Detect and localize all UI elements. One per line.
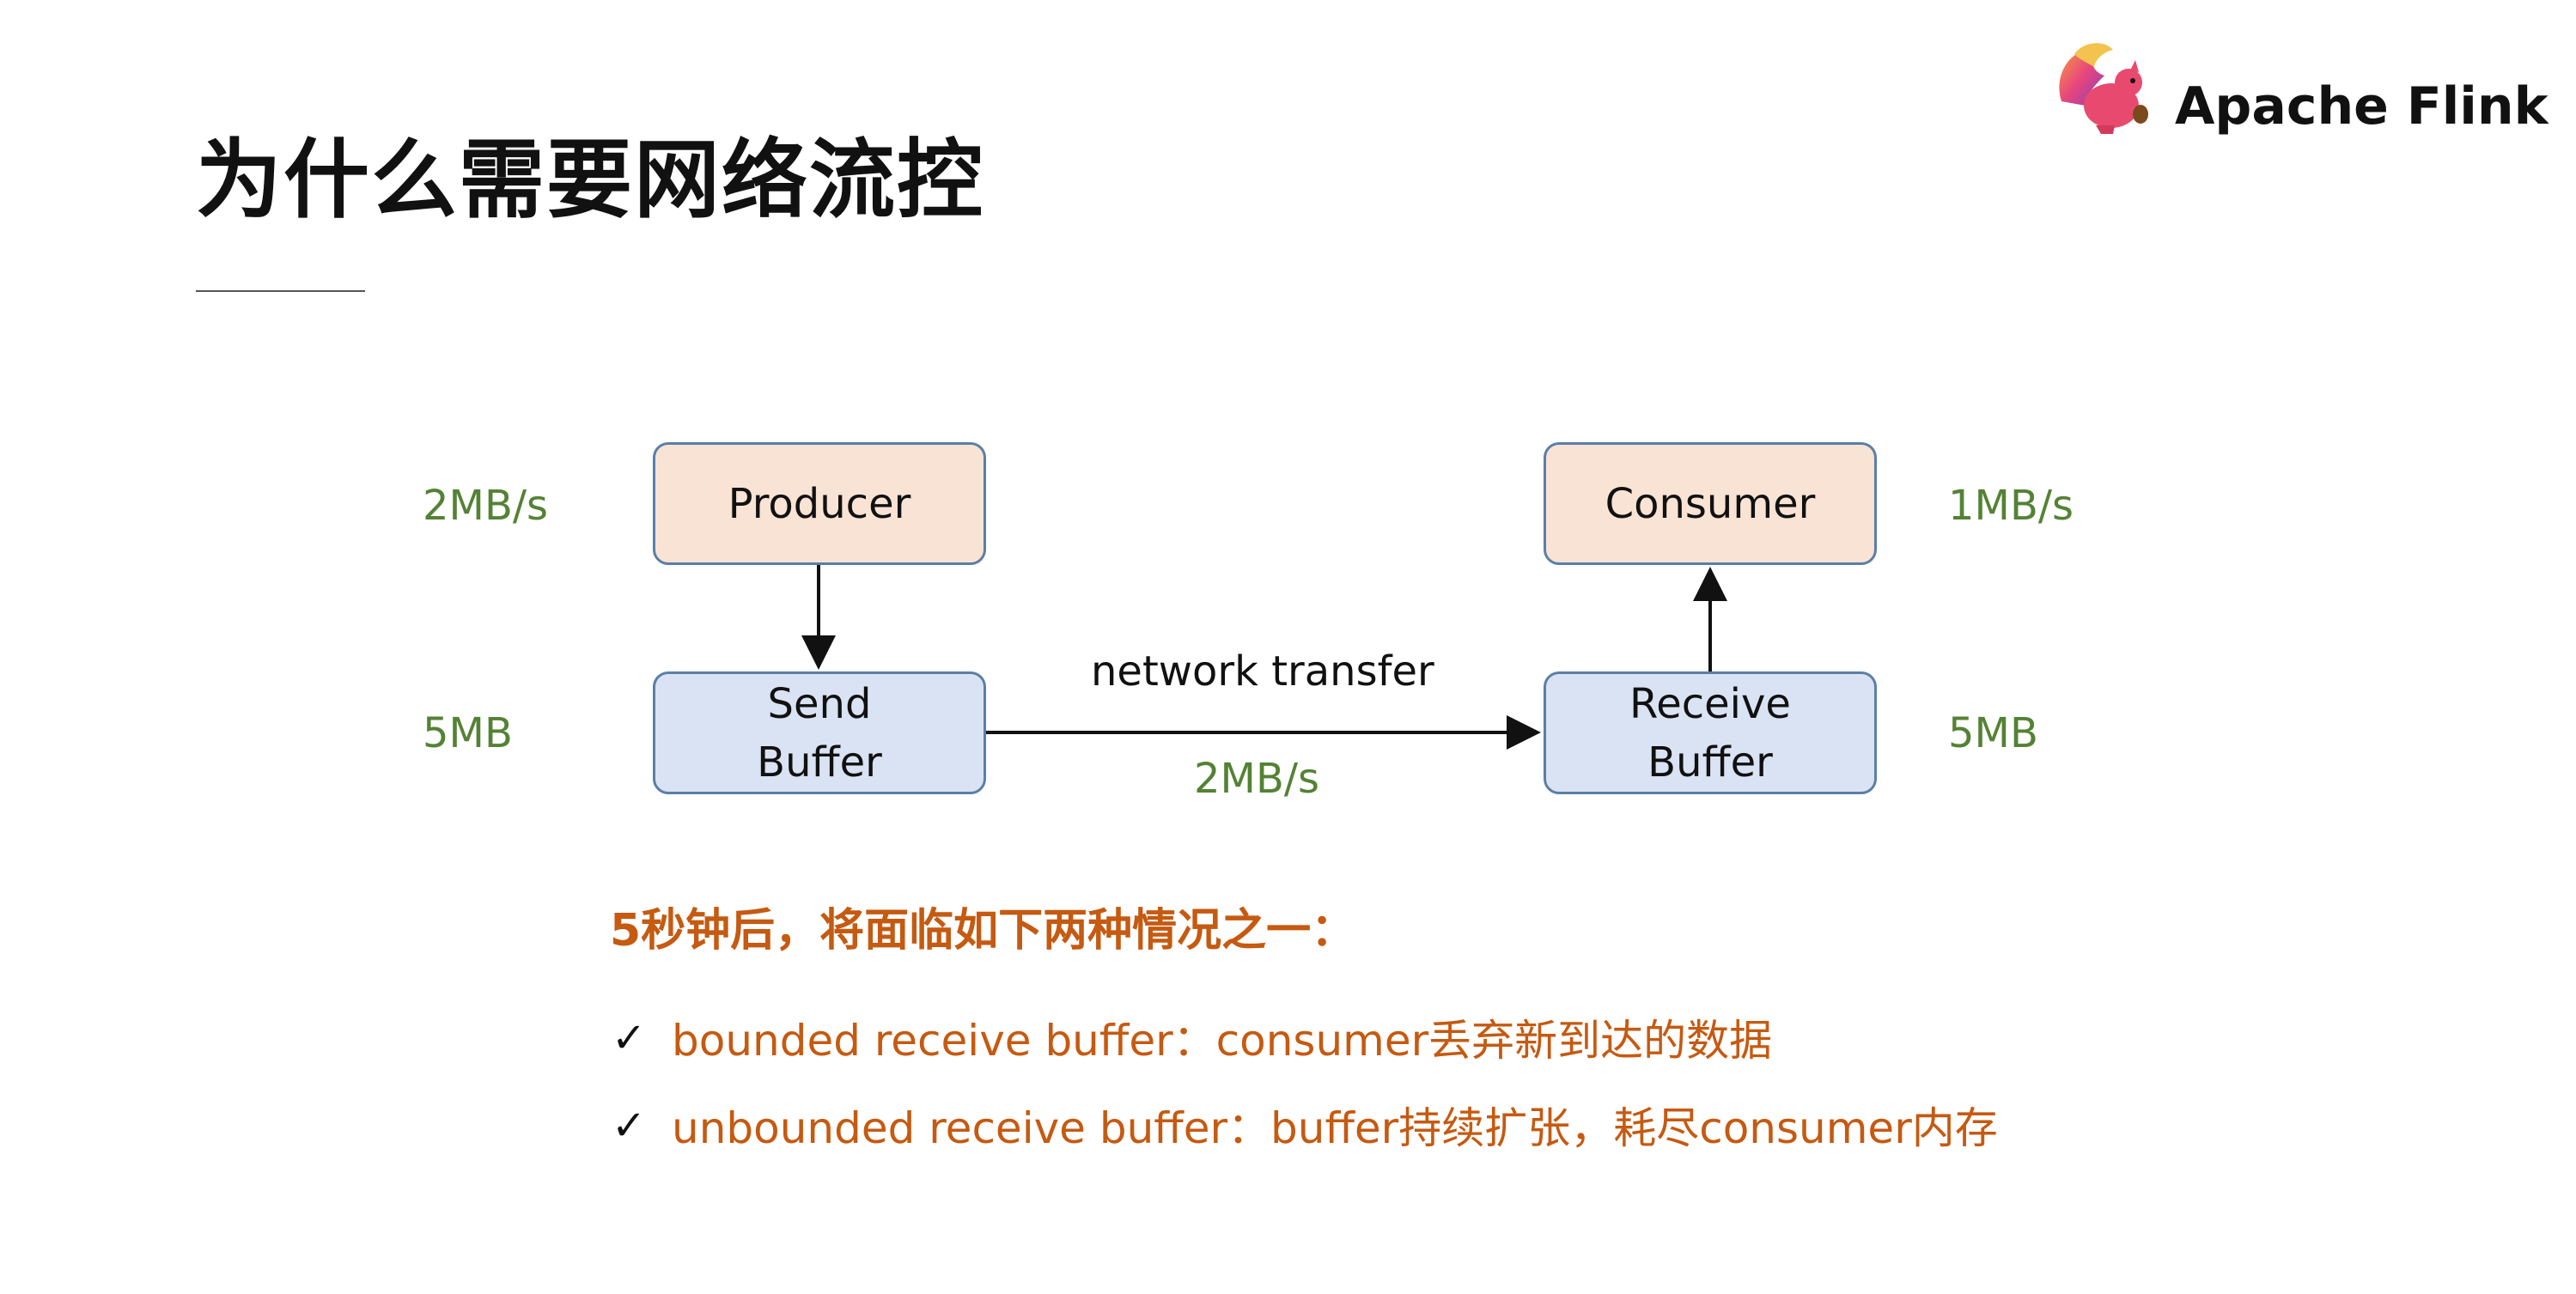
receive-buffer-line1: Receive [1629, 679, 1791, 728]
consumer-label: Consumer [1605, 479, 1816, 528]
check-icon: ✓ [612, 1014, 647, 1062]
consumer-box: Consumer [1544, 442, 1877, 565]
receive-buffer-box: Receive Buffer [1544, 671, 1877, 794]
title-underline [196, 290, 365, 292]
receive-buffer-size: 5MB [1948, 709, 2038, 757]
receive-buffer-line2: Buffer [1647, 738, 1773, 787]
slide-title: 为什么需要网络流控 [196, 130, 984, 230]
producer-label: Producer [728, 479, 911, 528]
network-transfer-rate: 2MB/s [1194, 755, 1320, 803]
send-buffer-size: 5MB [423, 709, 513, 757]
send-buffer-box: Send Buffer [653, 671, 986, 794]
network-transfer-label: network transfer [1091, 647, 1434, 696]
producer-box: Producer [653, 442, 986, 565]
send-buffer-line2: Buffer [757, 738, 882, 787]
flink-squirrel-icon [2059, 43, 2148, 134]
send-buffer-line1: Send [767, 679, 872, 728]
logo-text: Apache Flink [2175, 76, 2549, 137]
apache-flink-logo: Apache Flink [2044, 33, 2560, 153]
notes-heading: 5秒钟后，将面临如下两种情况之一： [610, 905, 1356, 957]
note-item-bounded: bounded receive buffer：consumer丢弃新到达的数据 [672, 1016, 1773, 1066]
consumer-rate: 1MB/s [1948, 482, 2074, 530]
producer-rate: 2MB/s [423, 482, 549, 530]
check-icon: ✓ [612, 1102, 647, 1150]
note-item-unbounded: unbounded receive buffer：buffer持续扩张，耗尽co… [672, 1103, 1998, 1153]
